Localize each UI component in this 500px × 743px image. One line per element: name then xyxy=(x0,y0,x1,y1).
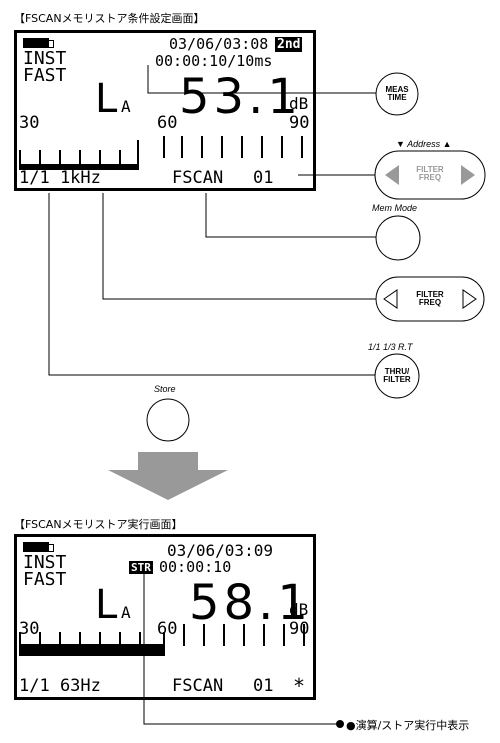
mode-fast: FAST xyxy=(23,569,67,590)
scale-90: 90 xyxy=(289,113,310,133)
scale-30: 30 xyxy=(19,619,40,639)
bottom-caption: 【FSCANメモリストア実行画面】 xyxy=(14,518,183,531)
address-right-icon[interactable] xyxy=(461,165,475,185)
address-text: 01 xyxy=(253,676,274,696)
fscan-text: FSCAN xyxy=(172,676,224,696)
weighting-sub: A xyxy=(121,97,131,116)
thru-mode-label: 1/1 1/3 R.T xyxy=(368,342,413,352)
scale-60: 60 xyxy=(157,113,178,133)
address-text: 01 xyxy=(253,168,274,188)
str-badge: STR xyxy=(129,561,153,574)
battery-tip xyxy=(49,40,54,48)
filter-freq-line2: FREQ xyxy=(418,298,442,307)
top-bargraph xyxy=(19,136,303,170)
weighting-sub: A xyxy=(121,603,131,622)
mode-inst: INST xyxy=(23,48,67,69)
filter-right-icon[interactable] xyxy=(462,289,477,309)
down-arrow-icon xyxy=(108,452,228,500)
mem-mode-label: Mem Mode xyxy=(372,203,418,213)
filter-text: 1/1 1kHz xyxy=(19,168,101,188)
store-star: * xyxy=(293,674,306,698)
weighting-letter: L xyxy=(95,76,118,122)
weighting-letter: L xyxy=(95,582,118,628)
second-badge: 2nd xyxy=(275,37,303,52)
filter-freq-label: FILTER FREQ xyxy=(410,291,450,307)
top-caption: 【FSCANメモリストア条件設定画面】 xyxy=(14,12,205,25)
store-label: Store xyxy=(154,384,176,394)
elapsed-time: 00:00:10 xyxy=(159,558,232,576)
level-unit: dB xyxy=(289,600,309,619)
time-const: 00:00:10/10ms xyxy=(155,52,273,70)
address-center-line2: FREQ xyxy=(418,173,442,182)
leader-lines xyxy=(48,65,378,725)
datetime: 03/06/03:09 xyxy=(167,541,273,560)
address-left-icon[interactable] xyxy=(385,165,399,185)
execution-annotation: ●演算/ストア実行中表示 xyxy=(346,719,470,732)
mode-fast: FAST xyxy=(23,65,67,86)
meas-label-line2: TIME xyxy=(387,93,407,102)
address-label: ▼ Address ▲ xyxy=(396,139,452,149)
filter-left-icon[interactable] xyxy=(383,289,398,309)
mem-mode-button[interactable] xyxy=(375,215,421,261)
thru-filter-label: THRU/ FILTER xyxy=(377,368,417,384)
filter-freq-pad[interactable] xyxy=(375,276,485,322)
mode-inst: INST xyxy=(23,552,67,573)
meas-time-button[interactable] xyxy=(375,72,419,116)
address-center-label: FILTER FREQ xyxy=(410,166,450,182)
thru-filter-line2: FILTER xyxy=(383,375,411,384)
battery-tip xyxy=(49,544,54,552)
fscan-text: FSCAN xyxy=(172,168,224,188)
level-unit: dB xyxy=(289,94,309,113)
scale-60: 60 xyxy=(157,619,178,639)
thru-filter-line1: THRU/ xyxy=(384,367,410,376)
battery-icon xyxy=(23,542,49,552)
filter-text: 1/1 63Hz xyxy=(19,676,101,696)
annotation-dot xyxy=(336,720,344,728)
level-value: 53.1 xyxy=(179,69,302,125)
datetime: 03/06/03:08 xyxy=(169,35,269,53)
bottom-bargraph xyxy=(19,624,305,656)
scale-30: 30 xyxy=(19,113,40,133)
filter-freq-line1: FILTER xyxy=(416,290,444,299)
address-center-line1: FILTER xyxy=(416,165,444,174)
meas-time-label: MEAS TIME xyxy=(377,86,417,102)
store-button[interactable] xyxy=(146,398,190,442)
bottom-lcd-screen: INST FAST 03/06/03:09 STR 00:00:10 L A 5… xyxy=(14,534,316,700)
thru-filter-button[interactable] xyxy=(374,353,420,399)
level-value: 58.1 xyxy=(189,575,312,631)
address-pad[interactable] xyxy=(374,150,486,200)
meas-label-line1: MEAS xyxy=(385,85,409,94)
battery-icon xyxy=(23,38,49,48)
